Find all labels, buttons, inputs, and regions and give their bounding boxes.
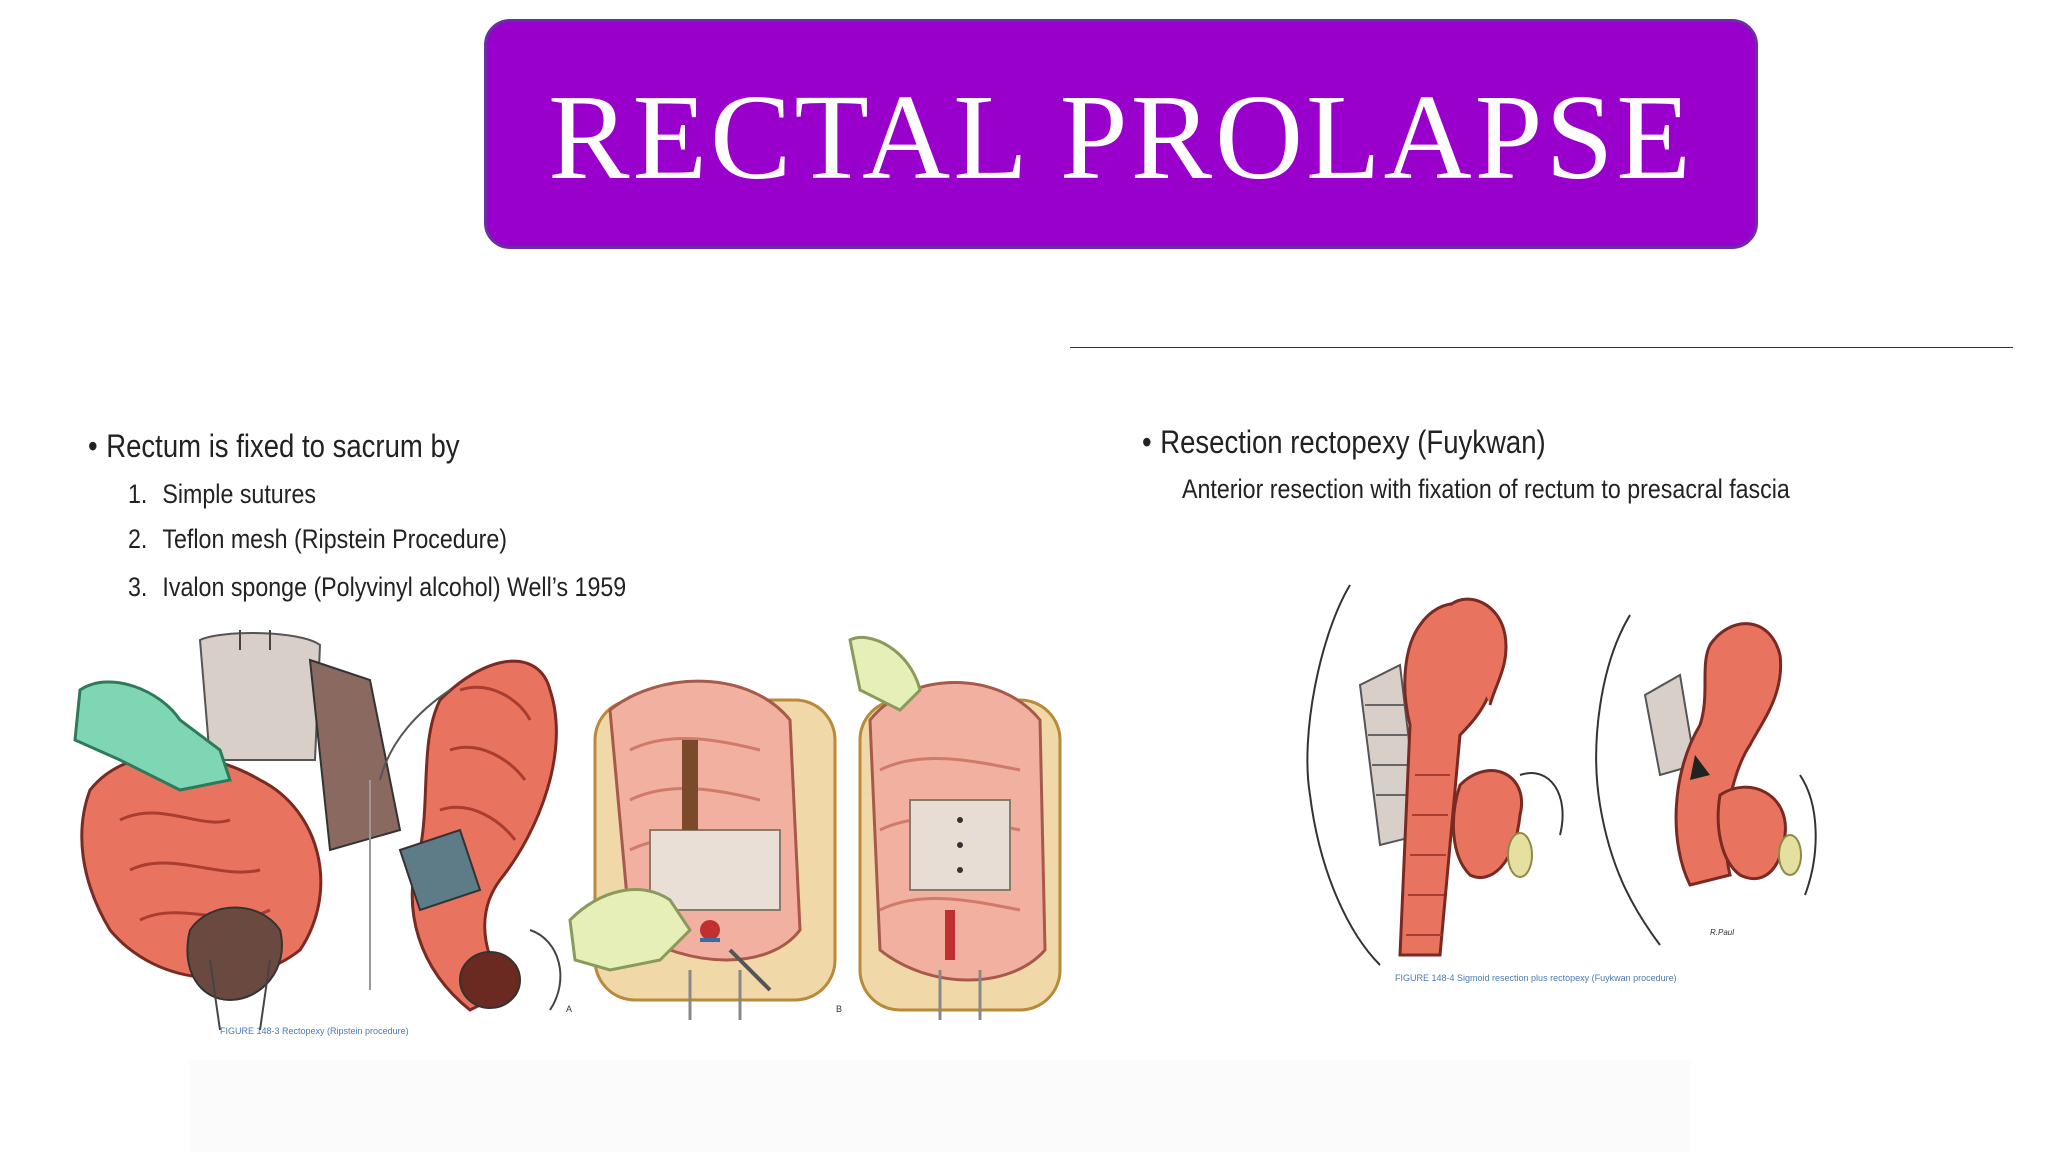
ripstein-figure-1 (73, 630, 402, 1030)
fuykwan-figure-1 (1306, 584, 1564, 966)
list-text: Ivalon sponge (Polyvinyl alcohol) Well’s… (162, 572, 627, 602)
ripstein-illustration (73, 630, 1062, 1030)
bullet-icon: • (1142, 424, 1152, 460)
list-item: 1. Simple sutures (128, 479, 316, 510)
list-number: 2. (128, 524, 148, 554)
left-figure-caption: FIGURE 148-3 Rectopexy (Ripstein procedu… (220, 1026, 409, 1036)
fuykwan-figure-2: R.Paul (1595, 614, 1817, 946)
figure-label-a: A (566, 1004, 573, 1014)
ripstein-figure-4 (848, 635, 1062, 1020)
title-banner: RECTAL PROLAPSE (484, 19, 1758, 249)
list-number: 3. (128, 572, 148, 602)
figure-label-b: B (836, 1004, 843, 1014)
left-heading: •Rectum is fixed to sacrum by (88, 428, 460, 465)
ripstein-figure-2 (369, 659, 562, 1012)
bullet-icon: • (88, 428, 98, 464)
slide-title: RECTAL PROLAPSE (548, 70, 1694, 205)
right-heading: •Resection rectopexy (Fuykwan) (1142, 424, 1546, 461)
ripstein-figure-3 (568, 679, 837, 1020)
left-heading-text: Rectum is fixed to sacrum by (106, 428, 460, 464)
right-heading-text: Resection rectopexy (Fuykwan) (1160, 424, 1546, 460)
right-figure-caption: FIGURE 148-4 Sigmoid resection plus rect… (1395, 973, 1677, 983)
svg-text:R.Paul: R.Paul (1710, 928, 1734, 937)
list-text: Simple sutures (162, 479, 316, 509)
right-panel (1068, 348, 2013, 1048)
right-subtext: Anterior resection with fixation of rect… (1182, 474, 1790, 504)
fuykwan-illustration: R.Paul (1306, 584, 1817, 966)
list-text: Teflon mesh (Ripstein Procedure) (162, 524, 507, 554)
list-item: 3. Ivalon sponge (Polyvinyl alcohol) Well… (128, 572, 626, 603)
list-item: 2. Teflon mesh (Ripstein Procedure) (128, 524, 507, 555)
background-sheet (190, 1060, 1690, 1152)
list-number: 1. (128, 479, 148, 509)
